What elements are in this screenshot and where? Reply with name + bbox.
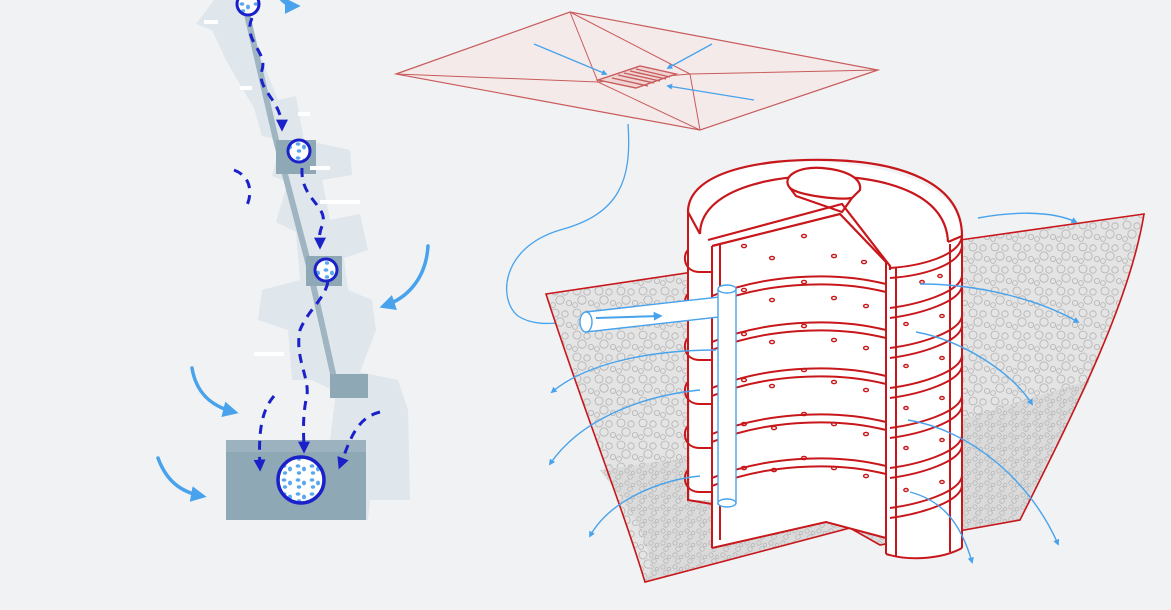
inflow-arrow-icon [282,0,296,6]
drainage-network [158,0,428,520]
soakaway-cutaway [546,160,1144,582]
soakaway-node [278,457,324,503]
well-node-1 [237,0,259,15]
inspection-chamber-3 [330,374,368,398]
well-node-3 [315,259,337,281]
well-node-2 [288,140,310,162]
inflow-arrow-icon [192,368,234,412]
inflow-arrow-icon [384,246,428,306]
inflow-arrow-icon [158,458,202,496]
